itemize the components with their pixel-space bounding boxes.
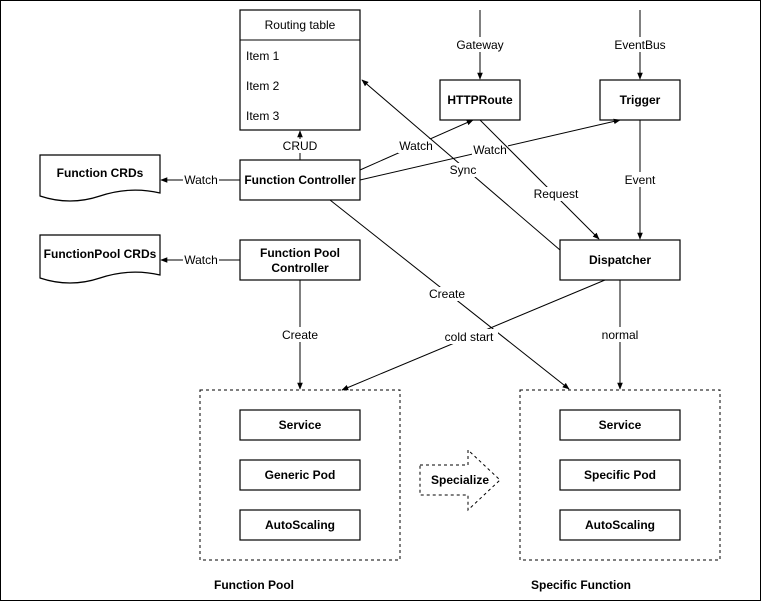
- routing-table-item: Item 3: [246, 109, 280, 123]
- label-watch-httproute: Watch: [399, 139, 433, 153]
- functionpool-crds: FunctionPool CRDs: [39, 234, 161, 284]
- specialize-arrow: Specialize: [419, 448, 501, 512]
- routing-table-title: Routing table: [265, 18, 336, 32]
- pool-service-box: [239, 409, 361, 441]
- pool-generic-pod-label: Generic Pod: [265, 468, 336, 482]
- specific-autoscaling-label: AutoScaling: [585, 518, 655, 532]
- label-crud: CRUD: [283, 139, 318, 153]
- dispatcher-label: Dispatcher: [589, 253, 651, 267]
- function-pool-controller-label: Controller: [271, 261, 329, 275]
- function-pool-group: Service Generic Pod AutoScaling Function…: [199, 389, 401, 592]
- label-sync: Sync: [450, 163, 477, 177]
- function-pool-controller: Function Pool Controller: [239, 239, 361, 281]
- label-watch-functionpool-crds: Watch: [184, 253, 218, 267]
- routing-table: Routing table Item 1 Item 2 Item 3: [239, 9, 361, 131]
- httproute-label: HTTPRoute: [447, 93, 513, 107]
- label-normal: normal: [602, 328, 639, 342]
- dispatcher-node: Dispatcher: [559, 239, 681, 281]
- function-controller-label: Function Controller: [244, 173, 356, 187]
- specialize-label: Specialize: [431, 473, 489, 487]
- routing-table-item: Item 2: [246, 79, 280, 93]
- pool-autoscaling-box: [239, 509, 361, 541]
- pool-autoscaling-label: AutoScaling: [265, 518, 335, 532]
- label-event: Event: [625, 173, 656, 187]
- label-eventbus: EventBus: [614, 38, 665, 52]
- label-request: Request: [534, 187, 579, 201]
- specific-function-title: Specific Function: [531, 578, 631, 592]
- pool-generic-pod-box: [239, 459, 361, 491]
- label-create-specific: Create: [429, 287, 465, 301]
- trigger-node: Trigger: [599, 79, 681, 121]
- specific-service-label: Service: [599, 418, 642, 432]
- label-cold-start: cold start: [445, 330, 494, 344]
- trigger-label: Trigger: [620, 93, 661, 107]
- specific-autoscaling-box: [559, 509, 681, 541]
- label-create-pool: Create: [282, 328, 318, 342]
- specific-pod-label: Specific Pod: [584, 468, 656, 482]
- pool-service-label: Service: [279, 418, 322, 432]
- specific-function-group: Service Specific Pod AutoScaling Specifi…: [519, 389, 721, 592]
- label-watch-trigger: Watch: [473, 143, 507, 157]
- httproute-node: HTTPRoute: [439, 79, 521, 121]
- label-watch-function-crds: Watch: [184, 173, 218, 187]
- label-gateway: Gateway: [456, 38, 503, 52]
- edge-request: [479, 119, 600, 240]
- specific-pod-box: [559, 459, 681, 491]
- specific-service-box: [559, 409, 681, 441]
- function-crds-label: Function CRDs: [57, 166, 144, 180]
- function-controller: Function Controller: [239, 159, 361, 201]
- functionpool-crds-label: FunctionPool CRDs: [44, 247, 157, 261]
- function-pool-title: Function Pool: [214, 578, 294, 592]
- function-pool-controller-label: Function Pool: [260, 246, 340, 260]
- function-crds: Function CRDs: [39, 154, 161, 202]
- routing-table-item: Item 1: [246, 49, 280, 63]
